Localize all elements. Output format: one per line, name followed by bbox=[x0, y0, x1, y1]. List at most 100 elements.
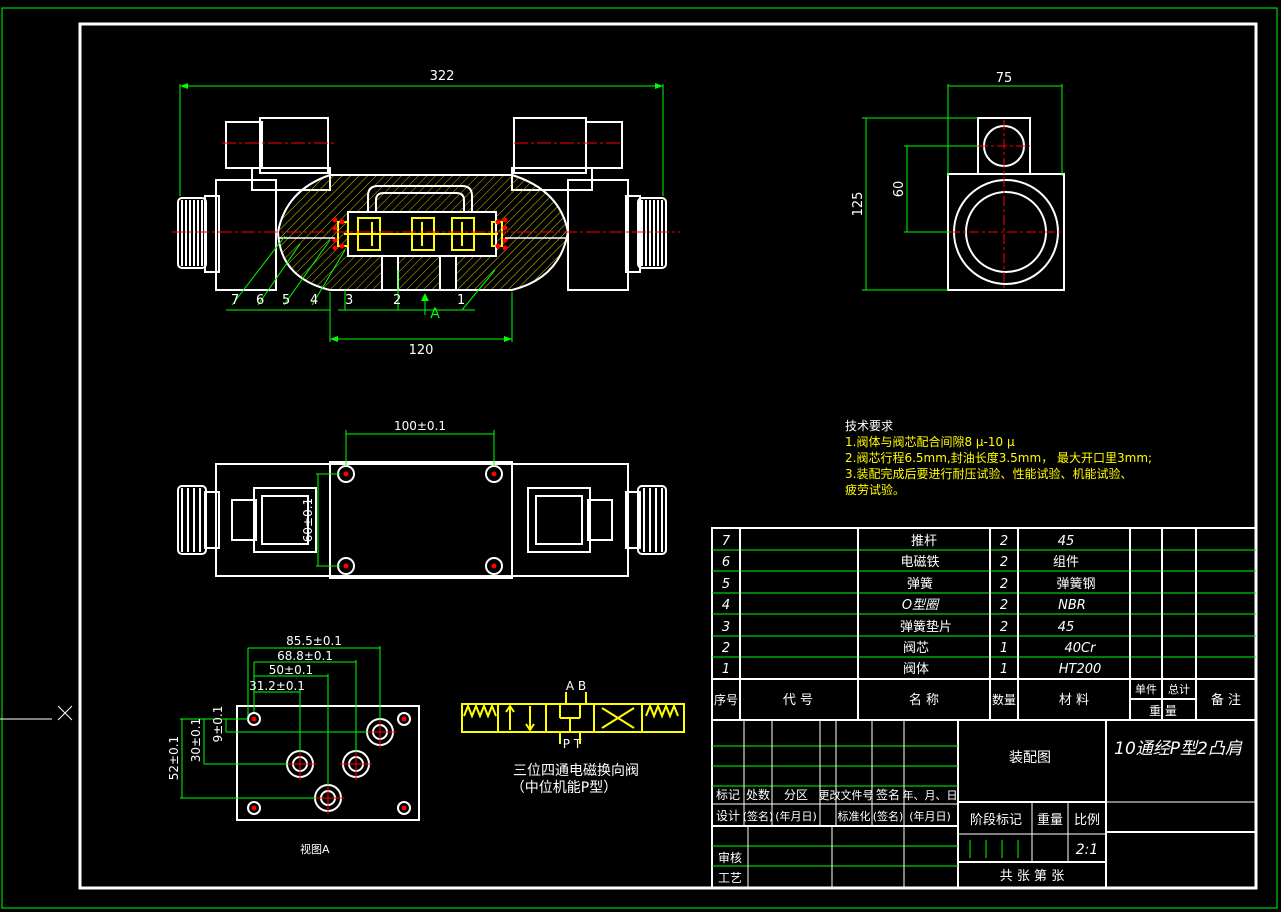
dim-port-52: 52±0.1 bbox=[167, 736, 181, 780]
side-view: 75 125 60 bbox=[851, 71, 1065, 291]
svg-text:名 称: 名 称 bbox=[909, 692, 939, 708]
svg-text:2: 2 bbox=[1000, 555, 1008, 570]
svg-text:更改文件号: 更改文件号 bbox=[819, 788, 874, 802]
dim-total-length: 322 bbox=[430, 69, 455, 84]
svg-text:(签名): (签名) bbox=[743, 809, 774, 823]
svg-text:重量: 重量 bbox=[1037, 812, 1063, 828]
tech-item-4: 疲劳试验。 bbox=[845, 483, 906, 497]
dim-port-50: 50±0.1 bbox=[269, 663, 313, 677]
svg-text:45: 45 bbox=[1058, 534, 1075, 549]
view-arrow-label: A bbox=[430, 306, 440, 322]
table-row: 7 推杆 2 45 bbox=[722, 534, 1074, 549]
svg-text:弹簧垫片: 弹簧垫片 bbox=[900, 619, 952, 635]
table-row: 4 O型圈 2 NBR bbox=[722, 598, 1086, 613]
svg-text:推杆: 推杆 bbox=[911, 534, 937, 549]
tech-item-1: 1.阀体与阀芯配合间隙8 μ-10 μ bbox=[845, 435, 1015, 449]
balloon-5: 5 bbox=[282, 293, 290, 308]
svg-text:代 号: 代 号 bbox=[783, 693, 813, 708]
svg-text:单件: 单件 bbox=[1135, 683, 1157, 696]
technical-requirements: 技术要求 1.阀体与阀芯配合间隙8 μ-10 μ 2.阀芯行程6.5mm,封油长… bbox=[845, 418, 1152, 498]
svg-text:1: 1 bbox=[1000, 641, 1008, 656]
balloon-2: 2 bbox=[393, 293, 401, 308]
bom-rows: 7 推杆 2 45 6 电磁铁 2 组件 5 弹簧 2 弹簧钢 4 O型圈 2 … bbox=[714, 534, 1241, 718]
balloon-4: 4 bbox=[310, 293, 318, 308]
svg-text:数量: 数量 bbox=[992, 692, 1016, 707]
table-row: 3 弹簧垫片 2 45 bbox=[722, 619, 1074, 635]
svg-text:标准化: 标准化 bbox=[838, 809, 871, 823]
svg-text:2: 2 bbox=[722, 641, 730, 656]
balloon-3: 3 bbox=[345, 293, 353, 308]
assembly-label: 装配图 bbox=[1009, 750, 1051, 766]
svg-text:签名: 签名 bbox=[876, 787, 900, 802]
svg-text:5: 5 bbox=[722, 577, 730, 592]
svg-text:3: 3 bbox=[722, 620, 730, 635]
svg-text:材 料: 材 料 bbox=[1059, 693, 1089, 708]
dim-side-height: 125 bbox=[851, 192, 866, 217]
svg-text:处数: 处数 bbox=[746, 787, 770, 802]
svg-text:(年月日): (年月日) bbox=[909, 809, 951, 823]
svg-text:7: 7 bbox=[722, 534, 731, 549]
svg-text:6: 6 bbox=[722, 555, 730, 570]
bom-table bbox=[711, 527, 1257, 889]
dim-body-length: 120 bbox=[409, 343, 434, 358]
port-view-a: 85.5±0.1 68.8±0.1 50±0.1 31.2±0.1 52±0.1… bbox=[167, 634, 420, 856]
top-view: 100±0.1 60±0.1 bbox=[177, 419, 667, 579]
svg-text:弹簧: 弹簧 bbox=[907, 576, 933, 592]
crosshair-cursor bbox=[0, 705, 73, 721]
svg-text:弹簧钢: 弹簧钢 bbox=[1056, 576, 1095, 592]
balloon-6: 6 bbox=[256, 293, 264, 308]
dim-port-30: 30±0.1 bbox=[189, 718, 203, 762]
svg-text:比例: 比例 bbox=[1074, 813, 1100, 828]
svg-text:年、月、日: 年、月、日 bbox=[903, 788, 958, 802]
tech-title: 技术要求 bbox=[845, 419, 894, 433]
balloon-7: 7 bbox=[231, 293, 239, 308]
svg-text:2: 2 bbox=[1000, 534, 1008, 549]
svg-text:标记: 标记 bbox=[716, 788, 740, 802]
symbol-top-ports: A B bbox=[566, 679, 586, 693]
svg-text:备 注: 备 注 bbox=[1211, 692, 1241, 708]
svg-text:O型圈: O型圈 bbox=[902, 598, 940, 613]
outer-frame bbox=[1, 7, 1278, 909]
dim-hole-vertical: 60±0.1 bbox=[301, 498, 315, 542]
inner-frame bbox=[78, 22, 1258, 890]
svg-text:总计: 总计 bbox=[1168, 682, 1190, 696]
svg-text:设计: 设计 bbox=[716, 809, 740, 823]
valve-symbol bbox=[461, 692, 685, 744]
svg-text:阀芯: 阀芯 bbox=[903, 641, 929, 656]
dim-port-85-5: 85.5±0.1 bbox=[286, 634, 342, 648]
svg-text:2: 2 bbox=[1000, 620, 1008, 635]
dim-port-9: 9±0.1 bbox=[211, 706, 225, 743]
title-block bbox=[712, 720, 1256, 888]
svg-text:2: 2 bbox=[1000, 598, 1008, 613]
dim-side-inner: 60 bbox=[892, 181, 907, 198]
svg-text:NBR: NBR bbox=[1058, 598, 1086, 613]
balloon-1: 1 bbox=[457, 293, 465, 308]
scale-value: 2:1 bbox=[1076, 842, 1099, 858]
svg-text:审核: 审核 bbox=[718, 850, 742, 865]
symbol-bottom-ports: P T bbox=[563, 737, 582, 751]
front-section-view: 322 120 A 7 6 5 4 3 2 1 bbox=[172, 69, 680, 358]
svg-text:1: 1 bbox=[1000, 662, 1008, 677]
svg-text:重 量: 重 量 bbox=[1149, 704, 1177, 718]
svg-text:分区: 分区 bbox=[784, 788, 808, 802]
dim-port-31-2: 31.2±0.1 bbox=[249, 679, 305, 693]
svg-text:共 张 第 张: 共 张 第 张 bbox=[1000, 869, 1064, 884]
svg-text:(年月日): (年月日) bbox=[775, 809, 817, 823]
table-row: 1 阀体 1 HT200 bbox=[722, 662, 1101, 677]
svg-text:1: 1 bbox=[722, 662, 730, 677]
bom-header: 序号 代 号 名 称 数量 材 料 单件 总计 重 量 备 注 bbox=[714, 682, 1241, 718]
table-row: 2 阀芯 1 40Cr bbox=[722, 641, 1097, 656]
symbol-caption-1: 三位四通电磁换向阀 bbox=[513, 762, 639, 779]
dim-side-width: 75 bbox=[996, 71, 1013, 86]
dim-hole-spacing: 100±0.1 bbox=[394, 419, 446, 433]
svg-text:4: 4 bbox=[722, 598, 730, 613]
svg-text:阶段标记: 阶段标记 bbox=[970, 813, 1022, 828]
svg-text:组件: 组件 bbox=[1053, 555, 1079, 570]
symbol-caption-2: （中位机能P型） bbox=[511, 780, 617, 796]
svg-text:电磁铁: 电磁铁 bbox=[900, 555, 939, 570]
drawing-name: 10通经P型2凸肩 bbox=[1114, 739, 1243, 759]
svg-text:序号: 序号 bbox=[714, 692, 738, 707]
svg-text:阀体: 阀体 bbox=[903, 662, 929, 677]
tech-item-2: 2.阀芯行程6.5mm,封油长度3.5mm， 最大开口里3mm; bbox=[845, 451, 1153, 465]
